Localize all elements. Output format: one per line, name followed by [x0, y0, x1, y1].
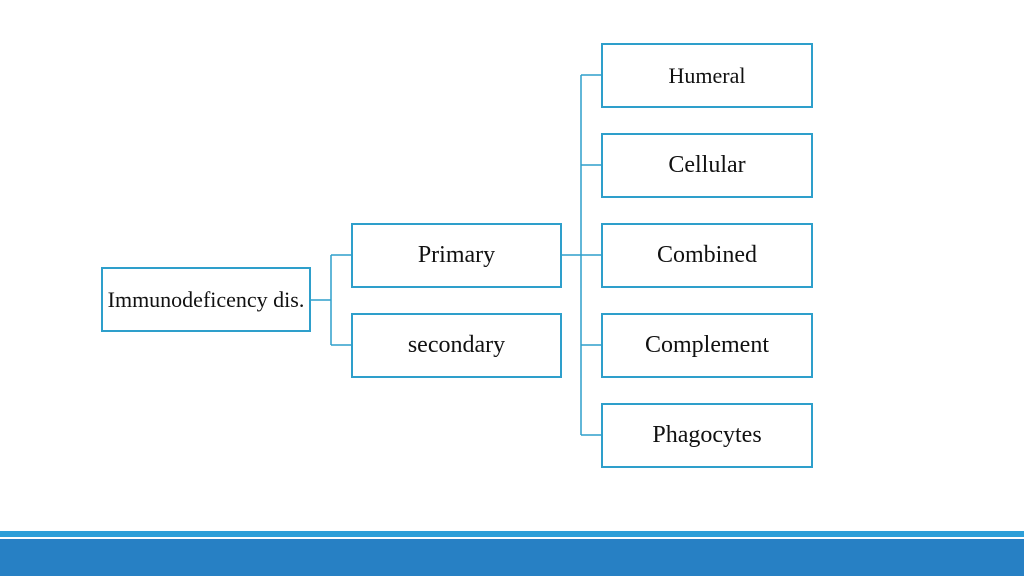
- type-label-combined: Combined: [657, 241, 757, 268]
- type-node-humeral: Humeral: [601, 43, 813, 108]
- type-label-complement: Complement: [645, 331, 769, 358]
- type-node-combined: Combined: [601, 223, 813, 288]
- category-node-secondary: secondary: [351, 313, 562, 378]
- type-node-phagocytes: Phagocytes: [601, 403, 813, 468]
- type-label-humeral: Humeral: [668, 62, 746, 88]
- type-node-cellular: Cellular: [601, 133, 813, 198]
- footer-band: [0, 539, 1024, 576]
- category-label-secondary: secondary: [407, 331, 506, 358]
- type-node-complement: Complement: [601, 313, 813, 378]
- category-node-primary: Primary: [351, 223, 562, 288]
- root-node-label: Immunodeficency dis.: [107, 286, 305, 312]
- category-label-primary: Primary: [417, 241, 496, 268]
- type-label-cellular: Cellular: [668, 151, 746, 178]
- footer-accent-line: [0, 531, 1024, 537]
- root-node-box: Immunodeficency dis.: [101, 267, 311, 332]
- type-label-phagocytes: Phagocytes: [652, 421, 762, 448]
